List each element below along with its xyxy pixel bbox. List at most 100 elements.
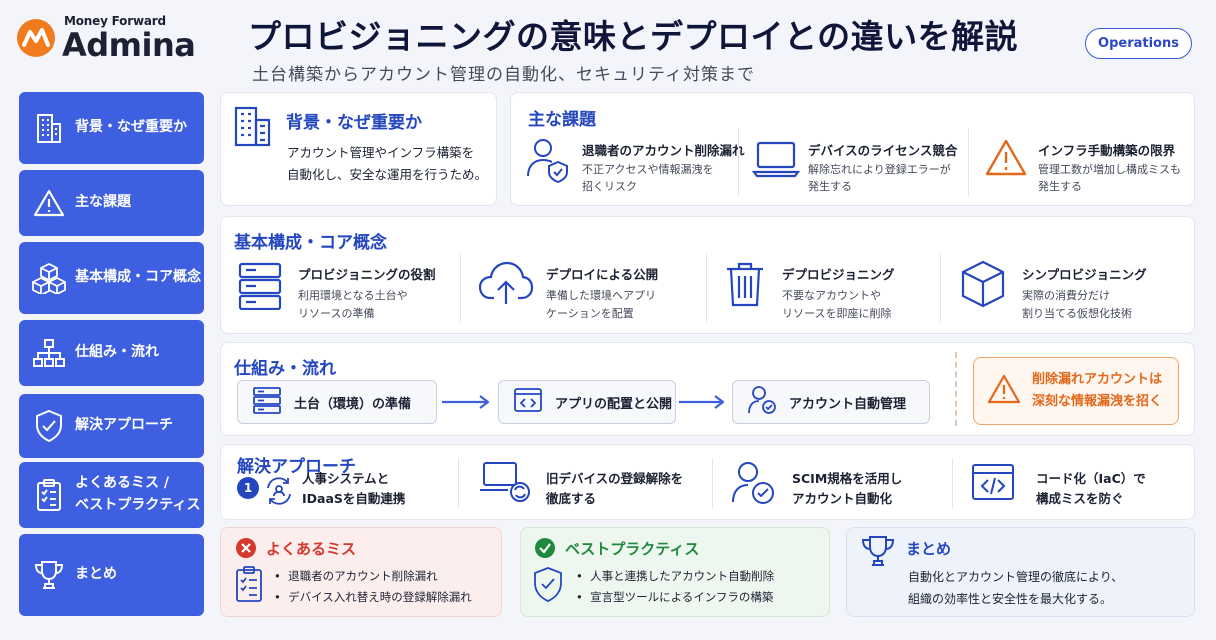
checklist-icon (234, 565, 264, 607)
trophy-icon (29, 555, 69, 595)
sidebar-item-label: 基本構成・コア概念 (75, 269, 201, 286)
cloud-upload-icon (478, 260, 534, 310)
user-sync-icon (264, 476, 294, 510)
concept-desc: 割り当てる仮想化技術 (1022, 307, 1132, 320)
sidebar-item-label: 仕組み・流れ (75, 344, 159, 361)
brand-name: Admina (62, 26, 196, 64)
background-card (220, 92, 497, 206)
leak-alert: 削除漏れアカウントは 深刻な情報漏洩を招く (973, 357, 1179, 425)
divider (706, 254, 707, 322)
best-practices-title: ベストプラクティス (565, 540, 700, 558)
arrow-right-icon (440, 393, 492, 415)
warning-icon (986, 373, 1022, 409)
dashed-divider (955, 352, 957, 426)
user-check-icon (730, 460, 776, 510)
sidebar-item-solution[interactable]: 解決アプローチ (19, 394, 204, 458)
issue-title: デバイスのライセンス競合 (808, 143, 958, 158)
concepts-card (220, 216, 1195, 334)
concept-title: デプロイによる公開 (546, 267, 659, 282)
flow-step-label: アプリの配置と公開 (555, 396, 673, 412)
sidebar-item-flow[interactable]: 仕組み・流れ (19, 320, 204, 386)
issue-desc: 管理工数が増加し構成ミスも (1038, 163, 1181, 176)
step-badge: 1 (237, 477, 259, 499)
background-line2: 自動化し、安全な運用を行うため。 (287, 167, 488, 182)
solution-line2: 構成ミスを防ぐ (1036, 491, 1124, 506)
check-circle-icon (534, 537, 556, 563)
sidebar-label-line2: ベストプラクティス (75, 497, 201, 513)
sidebar-item-background[interactable]: 背景・なぜ重要か (19, 92, 204, 164)
divider (458, 458, 459, 508)
issue-title: インフラ手動構築の限界 (1038, 143, 1176, 158)
operations-button[interactable]: Operations (1085, 28, 1192, 59)
solution-title: 解決アプローチ (237, 457, 356, 477)
shield-check-icon (532, 566, 564, 608)
arrow-right-icon (677, 393, 727, 415)
solution-line2: 徹底する (546, 491, 597, 506)
sidebar-label-line1: よくあるミス / (75, 475, 169, 492)
solution-line1: SCIM規格を活用し (792, 471, 903, 486)
divider (712, 458, 713, 508)
best-text: 人事と連携したアカウント自動削除 (590, 569, 775, 583)
summary-card (846, 527, 1195, 617)
trophy-icon (860, 534, 896, 572)
background-line1: アカウント管理やインフラ構築を (287, 145, 475, 160)
building-icon (29, 108, 69, 148)
code-window-icon (970, 462, 1016, 506)
sidebar-item-practices[interactable]: よくあるミス / ベストプラクティス (19, 462, 204, 528)
divider (968, 128, 969, 196)
concept-title: デプロビジョニング (782, 267, 895, 282)
sidebar-item-label: よくあるミス / ベストプラクティス (75, 473, 200, 516)
solution-line1: 旧デバイスの登録解除を (546, 471, 684, 486)
solution-card (220, 444, 1195, 520)
laptop-icon (751, 140, 801, 182)
solution-line2: IDaaSを自動連携 (302, 491, 406, 506)
issue-desc: 発生する (1038, 180, 1082, 193)
issue-desc: 招くリスク (582, 180, 637, 193)
best-practices-card (520, 527, 830, 617)
page-title: プロビジョニングの意味とデプロイとの違いを解説 (248, 17, 1019, 56)
best-item: • 宣言型ツールによるインフラの構築 (576, 590, 774, 604)
checklist-icon (29, 475, 69, 515)
issues-title: 主な課題 (528, 110, 596, 130)
flow-step-label: 土台（環境）の準備 (294, 396, 412, 412)
laptop-sync-icon (478, 460, 532, 508)
flow-step-3: アカウント自動管理 (732, 380, 930, 424)
divider (738, 128, 739, 196)
solution-line2: アカウント自動化 (792, 491, 893, 506)
sidebar-item-summary[interactable]: まとめ (19, 534, 204, 616)
issue-desc: 解除忘れにより登録エラーが (808, 163, 951, 176)
page-subtitle: 土台構築からアカウント管理の自動化、セキュリティ対策まで (252, 65, 755, 85)
concept-desc: リソースを即座に削除 (782, 307, 892, 320)
trash-icon (724, 260, 766, 312)
brand-name-small: Money Forward (64, 14, 166, 28)
concept-desc: ケーションを配置 (546, 307, 634, 320)
server-icon (252, 386, 282, 418)
sidebar-item-label: 背景・なぜ重要か (75, 119, 187, 136)
summary-line1: 自動化とアカウント管理の徹底により、 (908, 570, 1124, 584)
divider (952, 458, 953, 508)
sidebar-item-issues[interactable]: 主な課題 (19, 170, 204, 236)
divider (940, 254, 941, 322)
cubes-icon (29, 258, 69, 298)
alert-text: 削除漏れアカウントは 深刻な情報漏洩を招く (1032, 369, 1162, 413)
shield-check-icon (29, 406, 69, 446)
sidebar-item-concepts[interactable]: 基本構成・コア概念 (19, 242, 204, 314)
flow-title: 仕組み・流れ (234, 359, 336, 379)
issue-title: 退職者のアカウント削除漏れ (582, 143, 745, 158)
concept-desc: 準備した環境へアプリ (546, 289, 656, 302)
summary-line2: 組織の効率性と安全性を最大化する。 (908, 592, 1113, 606)
concept-title: プロビジョニングの役割 (298, 267, 436, 282)
building-icon (232, 104, 274, 152)
divider (460, 254, 461, 322)
flow-step-1: 土台（環境）の準備 (237, 380, 437, 424)
summary-title: まとめ (906, 540, 952, 558)
code-window-icon (513, 387, 543, 417)
issue-desc: 不正アクセスや情報漏洩を (582, 163, 714, 176)
warning-icon (29, 183, 69, 223)
issues-card (510, 92, 1195, 206)
mistakes-title: よくあるミス (266, 540, 357, 558)
mistake-item: • デバイス入れ替え時の登録解除漏れ (274, 590, 472, 604)
hierarchy-icon (29, 333, 69, 373)
flow-step-label: アカウント自動管理 (789, 396, 907, 412)
concept-desc: リソースの準備 (298, 307, 375, 320)
